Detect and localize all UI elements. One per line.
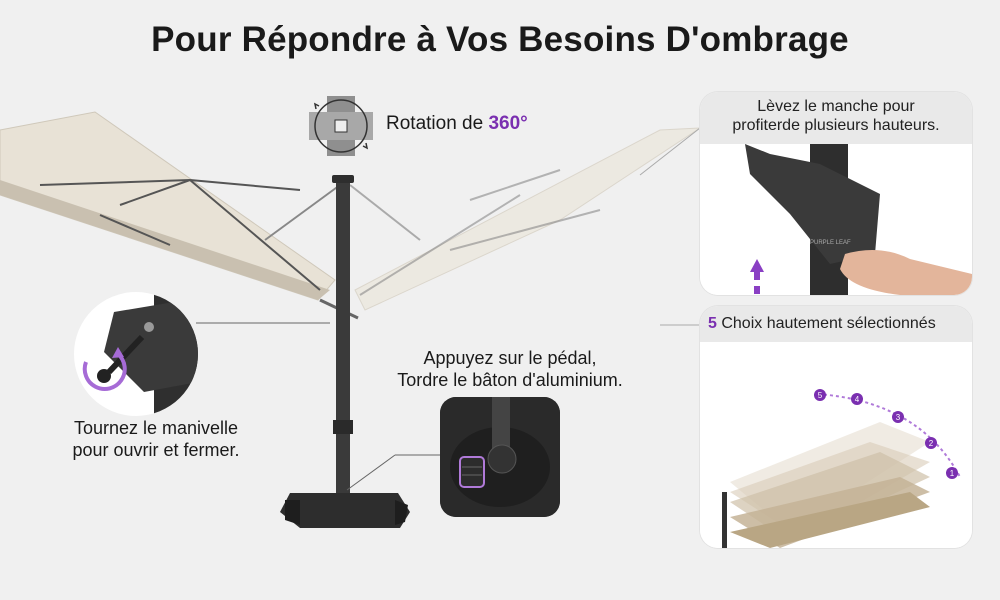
pedal-caption: Appuyez sur le pédal, Tordre le bâton d'… bbox=[370, 347, 650, 391]
rotation-value: 360° bbox=[488, 113, 528, 134]
pedal-caption-line2: Tordre le bâton d'aluminium. bbox=[397, 370, 623, 390]
crank-caption: Tournez le manivelle pour ouvrir et ferm… bbox=[56, 417, 256, 461]
rotation-label: Rotation de 360° bbox=[386, 113, 528, 135]
choices-card-header: 5 Choix hautement sélectionnés bbox=[700, 306, 972, 342]
right-canopy bbox=[354, 127, 702, 311]
rotation-prefix: Rotation de bbox=[386, 113, 489, 134]
crank-caption-line1: Tournez le manivelle bbox=[73, 418, 239, 438]
marker-2: 2 bbox=[929, 439, 934, 448]
page-title: Pour Répondre à Vos Besoins D'ombrage bbox=[151, 20, 849, 59]
positions-illustration: 5 4 3 2 1 bbox=[700, 342, 972, 548]
handle-card-header: Lèvez le manche pour profiterde plusieur… bbox=[700, 92, 972, 144]
marker-1: 1 bbox=[950, 469, 955, 478]
pole bbox=[336, 178, 350, 498]
crank-caption-line2: pour ouvrir et fermer. bbox=[72, 440, 240, 460]
marker-5: 5 bbox=[818, 391, 823, 400]
handle-card-line1: Lèvez le manche pour bbox=[757, 98, 915, 115]
crank-icon bbox=[82, 292, 198, 416]
crank-detail-image bbox=[74, 292, 198, 416]
handle-brand: PURPLE LEAF bbox=[810, 240, 851, 246]
handle-photo: PURPLE LEAF bbox=[700, 144, 972, 295]
choices-label: Choix hautement sélectionnés bbox=[716, 315, 936, 332]
pedal-icon bbox=[440, 397, 560, 517]
choices-card: 5 Choix hautement sélectionnés 5 4 3 2 1 bbox=[700, 306, 972, 548]
pedal-caption-line1: Appuyez sur le pédal, bbox=[423, 348, 597, 368]
choices-count: 5 bbox=[708, 315, 717, 332]
rotation-icon bbox=[309, 96, 373, 156]
marker-4: 4 bbox=[855, 395, 860, 404]
handle-card-line2: profiterde plusieurs hauteurs. bbox=[732, 117, 940, 134]
handle-card: Lèvez le manche pour profiterde plusieur… bbox=[700, 92, 972, 295]
base bbox=[280, 493, 410, 528]
pedal-detail-image bbox=[440, 397, 560, 517]
marker-3: 3 bbox=[896, 413, 901, 422]
arrow-up-icon bbox=[750, 259, 764, 272]
